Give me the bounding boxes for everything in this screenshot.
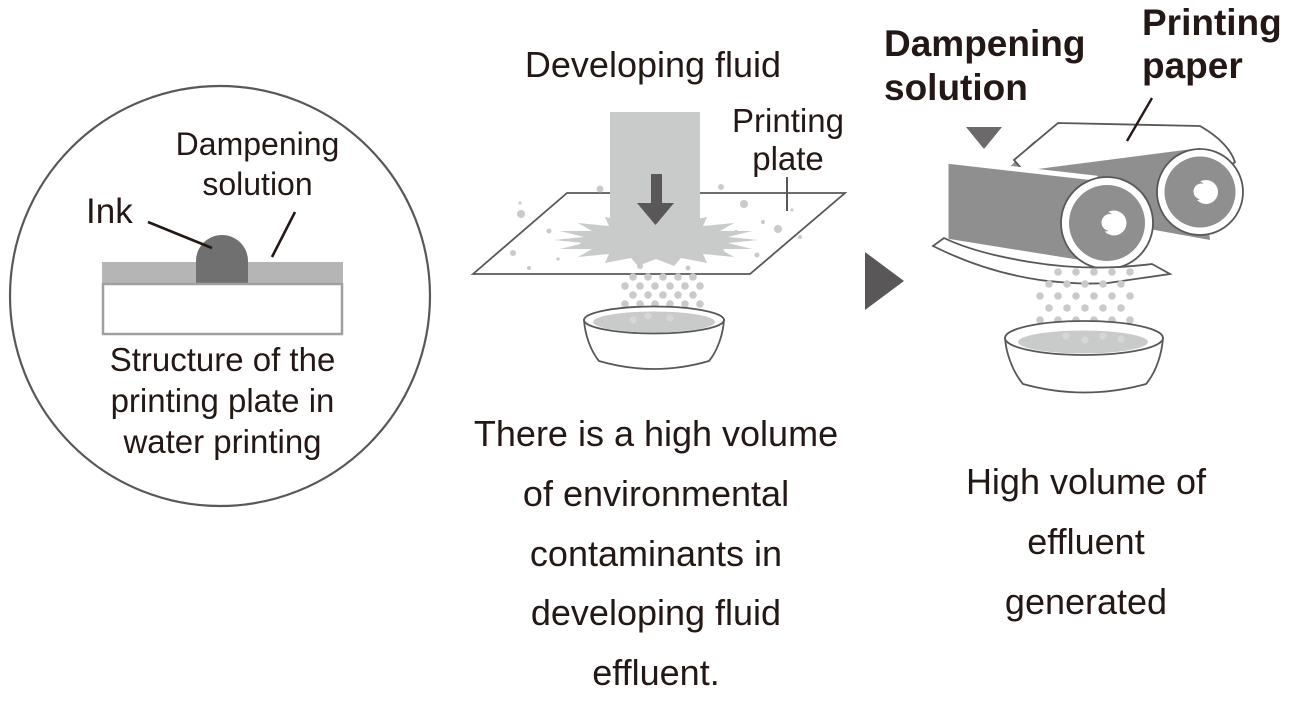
triangle-down-icon [966,127,1002,149]
arrow-right-icon [865,252,904,310]
collection-bowl-middle [583,305,725,370]
right-caption: High volume of effluent generated [965,461,1207,622]
down-arrow-icon [637,174,674,225]
developing-fluid-label: Developing fluid [524,44,782,85]
middle-caption: There is a high volume of environmental … [473,413,839,693]
paper-roller-face [1156,148,1244,236]
inset-caption: Structure of the printing plate in water… [109,341,336,460]
dampening-roller-face [1060,176,1154,270]
printing-press-stage [931,97,1244,394]
dampening-leader-line [270,211,297,258]
printing-paper-label: Printing paper [1142,2,1282,86]
dampening-solution-label-left: Dampening solution [175,126,340,203]
bowl-liquid [593,311,715,333]
inset-circle-frame [8,84,432,508]
collection-bowl-right [1004,320,1164,394]
plate-base [101,282,344,336]
ink-leader-line [147,220,213,250]
water-printing-structure-inset [8,84,432,508]
ink-drop [196,235,248,284]
paper-leader-line [1125,97,1154,142]
printing-plate-label: Printing plate [732,102,844,177]
ink-label: Ink [86,192,133,231]
dampening-solution-label-right: Dampening solution [884,23,1086,109]
developing-stage [470,112,848,370]
